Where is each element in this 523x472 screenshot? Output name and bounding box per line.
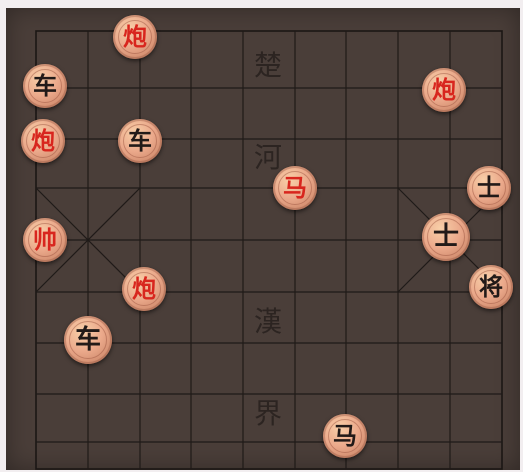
piece-black-chariot[interactable]: 车 [23, 64, 67, 108]
river-char-han: 漢 [248, 308, 288, 336]
piece-red-general[interactable]: 帅 [23, 218, 67, 262]
piece-label: 士 [433, 224, 459, 250]
piece-black-general[interactable]: 将 [469, 265, 513, 309]
piece-label: 帅 [33, 228, 57, 252]
river-char-jie: 界 [248, 400, 288, 428]
piece-label: 将 [479, 275, 503, 299]
piece-black-chariot[interactable]: 车 [118, 119, 162, 163]
piece-black-advisor[interactable]: 士 [467, 166, 511, 210]
piece-label: 马 [283, 176, 307, 200]
piece-red-cannon[interactable]: 炮 [113, 15, 157, 59]
piece-label: 车 [33, 74, 57, 98]
piece-label: 炮 [123, 25, 147, 49]
piece-red-horse[interactable]: 马 [273, 166, 317, 210]
river-char-chu: 楚 [248, 52, 288, 80]
piece-red-cannon[interactable]: 炮 [21, 119, 65, 163]
piece-label: 车 [75, 327, 101, 353]
river-char-he: 河 [248, 144, 288, 172]
piece-label: 炮 [132, 277, 156, 301]
piece-black-horse[interactable]: 马 [323, 414, 367, 458]
piece-red-cannon[interactable]: 炮 [122, 267, 166, 311]
piece-label: 马 [333, 424, 357, 448]
piece-label: 车 [128, 129, 152, 153]
piece-label: 炮 [31, 129, 55, 153]
piece-black-chariot[interactable]: 车 [64, 316, 112, 364]
piece-label: 士 [477, 176, 501, 200]
piece-black-advisor[interactable]: 士 [422, 213, 470, 261]
piece-label: 炮 [432, 78, 456, 102]
piece-red-cannon[interactable]: 炮 [422, 68, 466, 112]
